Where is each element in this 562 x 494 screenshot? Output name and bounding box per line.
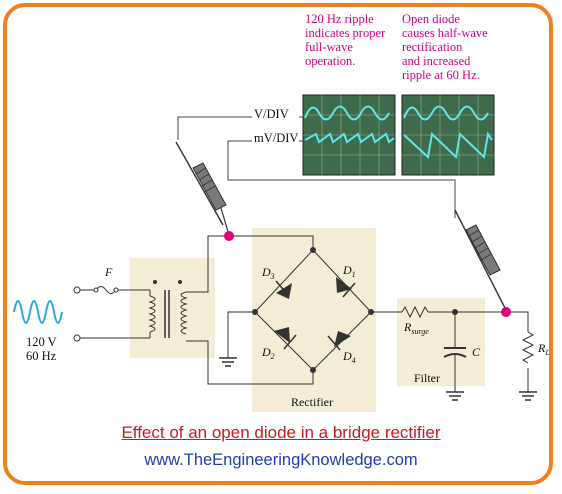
source-frequency-label: 60 Hz: [26, 349, 57, 363]
cap-label: C: [472, 345, 481, 359]
caption-title: Effect of an open diode in a bridge rect…: [121, 423, 441, 442]
d4-label: D4: [342, 349, 356, 365]
probe-left: [175, 141, 230, 236]
probe-right: [454, 209, 507, 311]
transformer-panel: [130, 258, 215, 358]
source-voltage-label: 120 V: [26, 335, 57, 349]
probe-dot-left: [224, 231, 234, 241]
scope-screen-good: [302, 94, 396, 176]
scope-good-ripple: [304, 132, 395, 144]
caption-url[interactable]: www.TheEngineeringKnowledge.com: [144, 451, 418, 469]
transformer: [148, 280, 188, 338]
rectifier-panel: [252, 228, 376, 412]
rsurge-label: Rsurge: [403, 320, 429, 336]
scope-mvdiv-label: mV/DIV: [254, 131, 299, 145]
scope-lead-left: [177, 116, 252, 140]
scope-bad-ripple: [403, 131, 493, 160]
rectifier-label: Rectifier: [291, 395, 333, 409]
scope-good-sine: [304, 105, 390, 121]
d1-label: D1: [342, 263, 356, 279]
fuse: [95, 286, 117, 294]
capacitor-plate-bottom: [443, 353, 467, 358]
ground-left: [219, 357, 237, 367]
scope-lead-right: [227, 140, 456, 218]
resistor-rsurge: [401, 305, 429, 319]
note-full-wave: 120 Hz ripple indicates proper full-wave…: [305, 12, 386, 68]
ground-load: [519, 391, 537, 401]
filter-label: Filter: [414, 371, 440, 385]
diode-d2: [274, 327, 290, 343]
rl-label: RL: [537, 341, 550, 357]
diode-d4: [334, 331, 351, 347]
fuse-label: F: [104, 265, 113, 279]
note-half-wave: Open diode causes half-wave rectificatio…: [402, 12, 488, 82]
bridge-rectifier: [252, 247, 374, 373]
probe-dot-right: [501, 307, 511, 317]
filter-panel: [397, 298, 485, 386]
scope-vdiv-label: V/DIV: [254, 107, 289, 121]
ac-source-wave: [13, 300, 63, 324]
resistor-rl: [521, 331, 535, 364]
diode-d1: [336, 277, 352, 293]
d3-label: D3: [261, 265, 275, 281]
scope-screen-open-diode: [401, 94, 495, 176]
ground-cap: [446, 391, 464, 401]
scope-bad-sine: [403, 105, 489, 121]
d2-label: D2: [261, 345, 275, 361]
